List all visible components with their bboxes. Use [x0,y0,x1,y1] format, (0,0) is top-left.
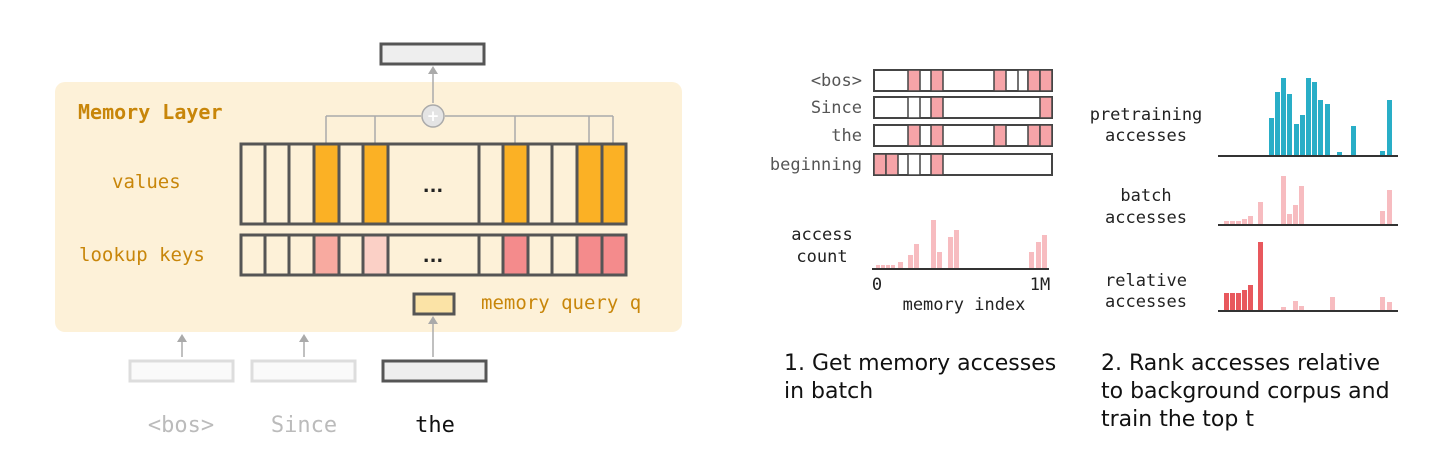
pretraining-label-line1: pretraining [1090,105,1203,125]
batch-bars [1224,176,1392,225]
arrowhead [428,316,438,324]
key-slot-gap [386,233,481,277]
key-slot [337,233,365,277]
value-slot-selected [600,142,628,226]
relative-label-line1: relative [1105,271,1187,291]
arrowhead [177,334,187,342]
token-label-the: the [831,126,862,146]
output-arrowhead [428,66,438,74]
input-token-since: Since [271,413,337,438]
batch-label-line2: accesses [1105,208,1187,228]
sum-node [421,104,445,128]
access-strip-bos [873,69,1053,92]
value-slot-selected [361,142,390,226]
value-slot [239,142,267,226]
aggregation-lines [325,115,614,144]
output-token-box [379,42,486,66]
access-count-bars [876,220,1047,269]
x-axis-max-label: 1M [1030,275,1050,295]
token-label-beginning: beginning [770,155,862,175]
input-token-the: the [415,413,455,438]
access-strip-the [873,124,1053,147]
x-axis-min-label: 0 [872,275,882,295]
key-slot-selected [575,233,604,277]
input-token-bos: <bos> [148,413,214,438]
key-slot [477,233,505,277]
input-box-bos [128,359,235,383]
memory-index-label: memory index [903,295,1026,315]
memory-query-label: memory query q [481,292,641,314]
input-box-since [250,359,357,383]
key-slot [526,233,554,277]
memory-query-box [412,292,456,316]
input-arrows [181,322,434,357]
sum-node-plus: + [427,107,440,125]
token-label-bos: <bos> [811,71,862,91]
access-strip-beginning [873,153,1053,176]
value-slot [287,142,316,226]
arrowhead [299,334,309,342]
value-slot-selected [312,142,341,226]
pretraining-bars [1269,78,1392,156]
value-slot-selected [501,142,530,226]
batch-label-line1: batch [1120,186,1171,206]
relative-bars-strong [1224,242,1263,311]
values-label: values [112,171,181,193]
step2-line3: train the top t [1101,407,1254,432]
access-count-label-line2: count [796,247,847,267]
step2-line1: 2. Rank accesses relative [1101,351,1380,376]
pretraining-label-line2: accesses [1105,126,1187,146]
step1-line2: in batch [784,379,873,404]
step2-line2: to background corpus and [1101,379,1390,404]
value-slot [550,142,579,226]
value-slot-gap [386,142,481,226]
key-slot [287,233,316,277]
value-slot-selected [575,142,604,226]
lookup-keys-label: lookup keys [79,244,205,266]
input-box-the [381,359,488,383]
relative-label-line2: accesses [1105,292,1187,312]
value-slot [337,142,365,226]
token-label-since: Since [811,98,862,118]
values-ellipsis: ... [423,176,444,197]
keys-row: ... [239,233,628,277]
keys-ellipsis: ... [423,246,444,267]
key-slot [263,233,291,277]
key-slot [550,233,579,277]
key-slot-selected [312,233,341,277]
key-slot-selected [501,233,530,277]
access-count-label-line1: access [791,225,852,245]
relative-bars-weak [1281,297,1392,311]
memory-layer-title: Memory Layer [78,100,223,124]
value-slot [263,142,291,226]
key-slot-selected [361,233,390,277]
key-slot [239,233,267,277]
access-strip-since [873,96,1053,119]
value-slot [526,142,554,226]
key-slot-selected [600,233,628,277]
value-slot [477,142,505,226]
step1-line1: 1. Get memory accesses [784,351,1056,376]
values-row: ... [239,142,628,226]
